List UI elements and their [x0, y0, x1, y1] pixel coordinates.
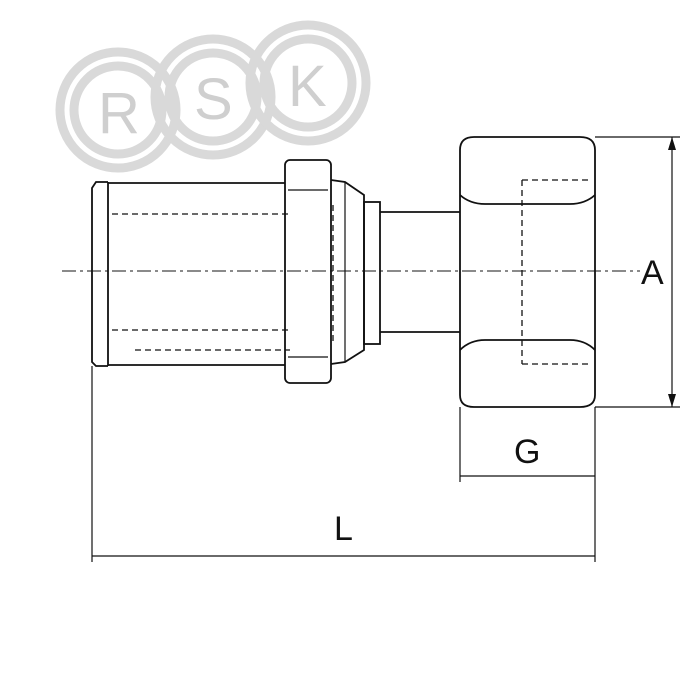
collar-ring [284, 159, 332, 384]
dimension-g: G [459, 407, 596, 482]
rsk-logo-watermark: R S K [55, 20, 371, 173]
logo-letter-r: R [98, 81, 140, 146]
press-sleeve [91, 181, 290, 367]
dimension-a: A [595, 136, 680, 408]
hex-nut [459, 136, 596, 408]
logo-letter-k: K [288, 54, 327, 119]
neck-tube [380, 211, 460, 333]
conical-seal [330, 179, 365, 365]
logo-letter-s: S [194, 67, 233, 132]
dimension-l: L [91, 366, 596, 562]
dimension-l-label: L [334, 510, 353, 548]
step-shoulder [363, 201, 381, 345]
dimension-a-label: A [641, 254, 664, 292]
dimension-g-label: G [514, 433, 540, 471]
